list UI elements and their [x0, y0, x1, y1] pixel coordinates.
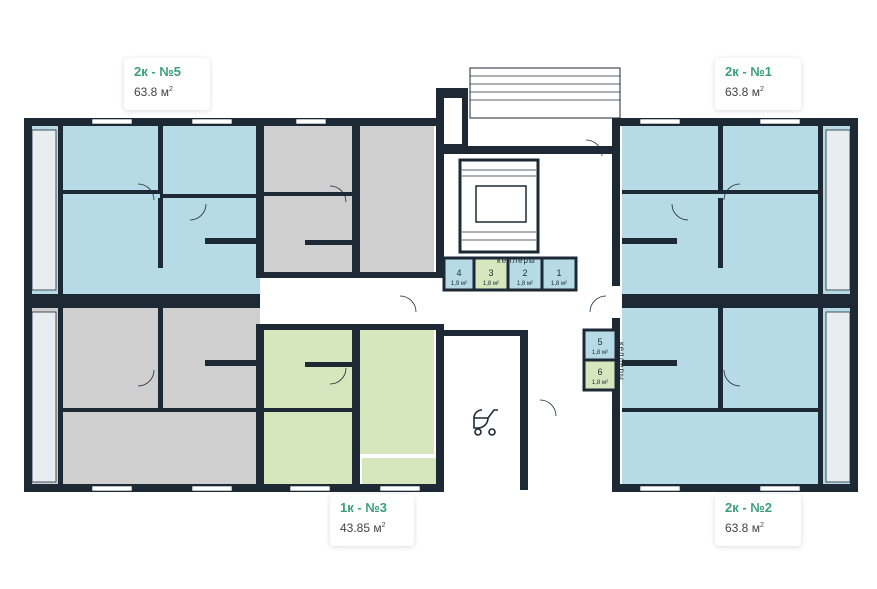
storage-1-num: 1 [556, 268, 561, 278]
storage-6-area: 1,8 м² [592, 380, 608, 386]
apartment-area-2: 63.8 м2 [725, 521, 764, 535]
apartment-name-3: 1к - №3 [340, 500, 388, 515]
apartment-5-area[interactable] [30, 124, 260, 294]
windows [91, 118, 801, 492]
outer-walls [24, 118, 858, 492]
apartment-card-2[interactable]: 2к - №2 63.8 м2 [715, 494, 801, 546]
unit-grey-top [264, 124, 434, 276]
storage-5-num: 5 [597, 337, 602, 347]
storage-5-area: 1,8 м² [592, 350, 608, 356]
door-arcs [137, 139, 741, 417]
apartment-2-area[interactable] [622, 308, 852, 484]
unit-grey-bottom [30, 308, 260, 484]
storage-group-label-side: келлеры [617, 342, 626, 381]
stroller-icon [473, 409, 498, 436]
storage-3-area: 1,8 м² [483, 281, 499, 287]
apartment-name-5: 2к - №5 [134, 64, 182, 79]
storage-6-num: 6 [597, 367, 602, 377]
apartment-card-3[interactable]: 1к - №3 43.85 м2 [330, 494, 414, 546]
stairwell [436, 67, 621, 254]
storage-group-label-top: келлеры [497, 256, 536, 265]
storage-2-area: 1,8 м² [517, 281, 533, 287]
storage-4-area: 1,9 м² [451, 281, 467, 287]
apartment-3-area[interactable] [264, 330, 438, 484]
storage-1-area: 1,8 м² [551, 281, 567, 287]
storage-2-num: 2 [522, 268, 527, 278]
storage-3-num: 3 [488, 268, 493, 278]
apartment-area-5: 63.8 м2 [134, 85, 173, 99]
apartment-area-3: 43.85 м2 [340, 521, 386, 535]
apartment-card-1[interactable]: 2к - №1 63.8 м2 [715, 58, 801, 110]
apartment-name-1: 2к - №1 [725, 64, 773, 79]
apartment-area-1: 63.8 м2 [725, 85, 764, 99]
storage-units: 4 1,9 м² 3 1,8 м² 2 1,8 м² 1 1,8 м² 5 1,… [442, 256, 626, 392]
apartment-card-5[interactable]: 2к - №5 63.8 м2 [124, 58, 210, 110]
storage-4-num: 4 [456, 268, 461, 278]
apartment-1-area[interactable] [622, 124, 852, 294]
apartment-name-2: 2к - №2 [725, 500, 773, 515]
balconies [31, 129, 851, 483]
